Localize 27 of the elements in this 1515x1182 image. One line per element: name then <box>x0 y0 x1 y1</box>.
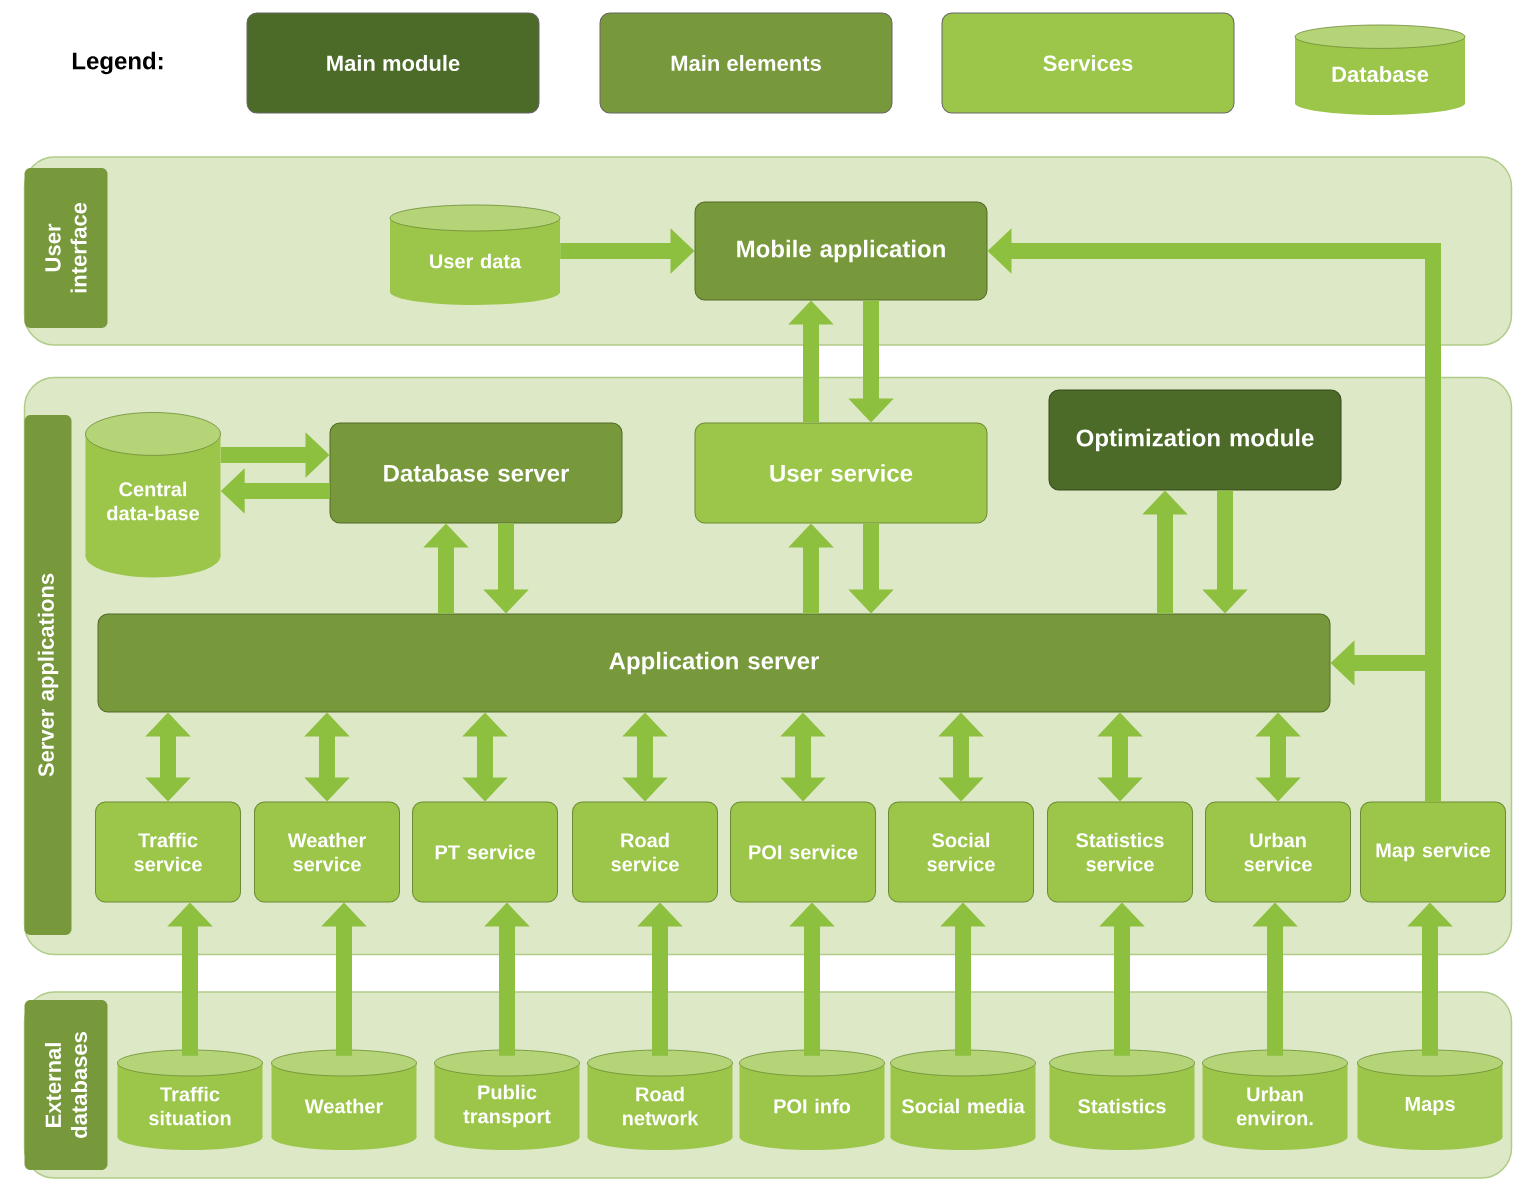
module-box: Database server <box>329 422 623 524</box>
module-box: Application server <box>97 613 1331 713</box>
database-cylinder: POI info <box>739 1049 885 1150</box>
database-cylinder: Public transport <box>434 1049 580 1150</box>
legend-title: Legend: <box>72 51 163 75</box>
database-cylinder: Weather <box>271 1049 417 1150</box>
database-cylinder: Urban environ. <box>1202 1049 1348 1150</box>
service-box: Urban service <box>1205 801 1351 903</box>
service-box: User service <box>694 422 988 524</box>
service-box: Social service <box>888 801 1034 903</box>
database-cylinder: Central data-base <box>85 412 221 578</box>
service-box: PT service <box>412 801 558 903</box>
module-box: Mobile application <box>694 201 988 301</box>
module-box: Optimization module <box>1048 389 1342 491</box>
database-cylinder: Traffic situation <box>117 1049 263 1150</box>
service-box: POI service <box>730 801 876 903</box>
service-box: Weather service <box>254 801 400 903</box>
service-box: Traffic service <box>95 801 241 903</box>
database-cylinder: Statistics <box>1049 1049 1195 1150</box>
service-box: Road service <box>572 801 718 903</box>
service-box: Map service <box>1360 801 1506 903</box>
database-cylinder: Road network <box>587 1049 733 1150</box>
database-cylinder: Social media <box>890 1049 1036 1150</box>
database-cylinder: User data <box>389 204 561 305</box>
legend-database-cylinder: Database <box>1294 24 1466 115</box>
service-box: Statistics service <box>1047 801 1193 903</box>
database-cylinder: Maps <box>1357 1049 1503 1150</box>
